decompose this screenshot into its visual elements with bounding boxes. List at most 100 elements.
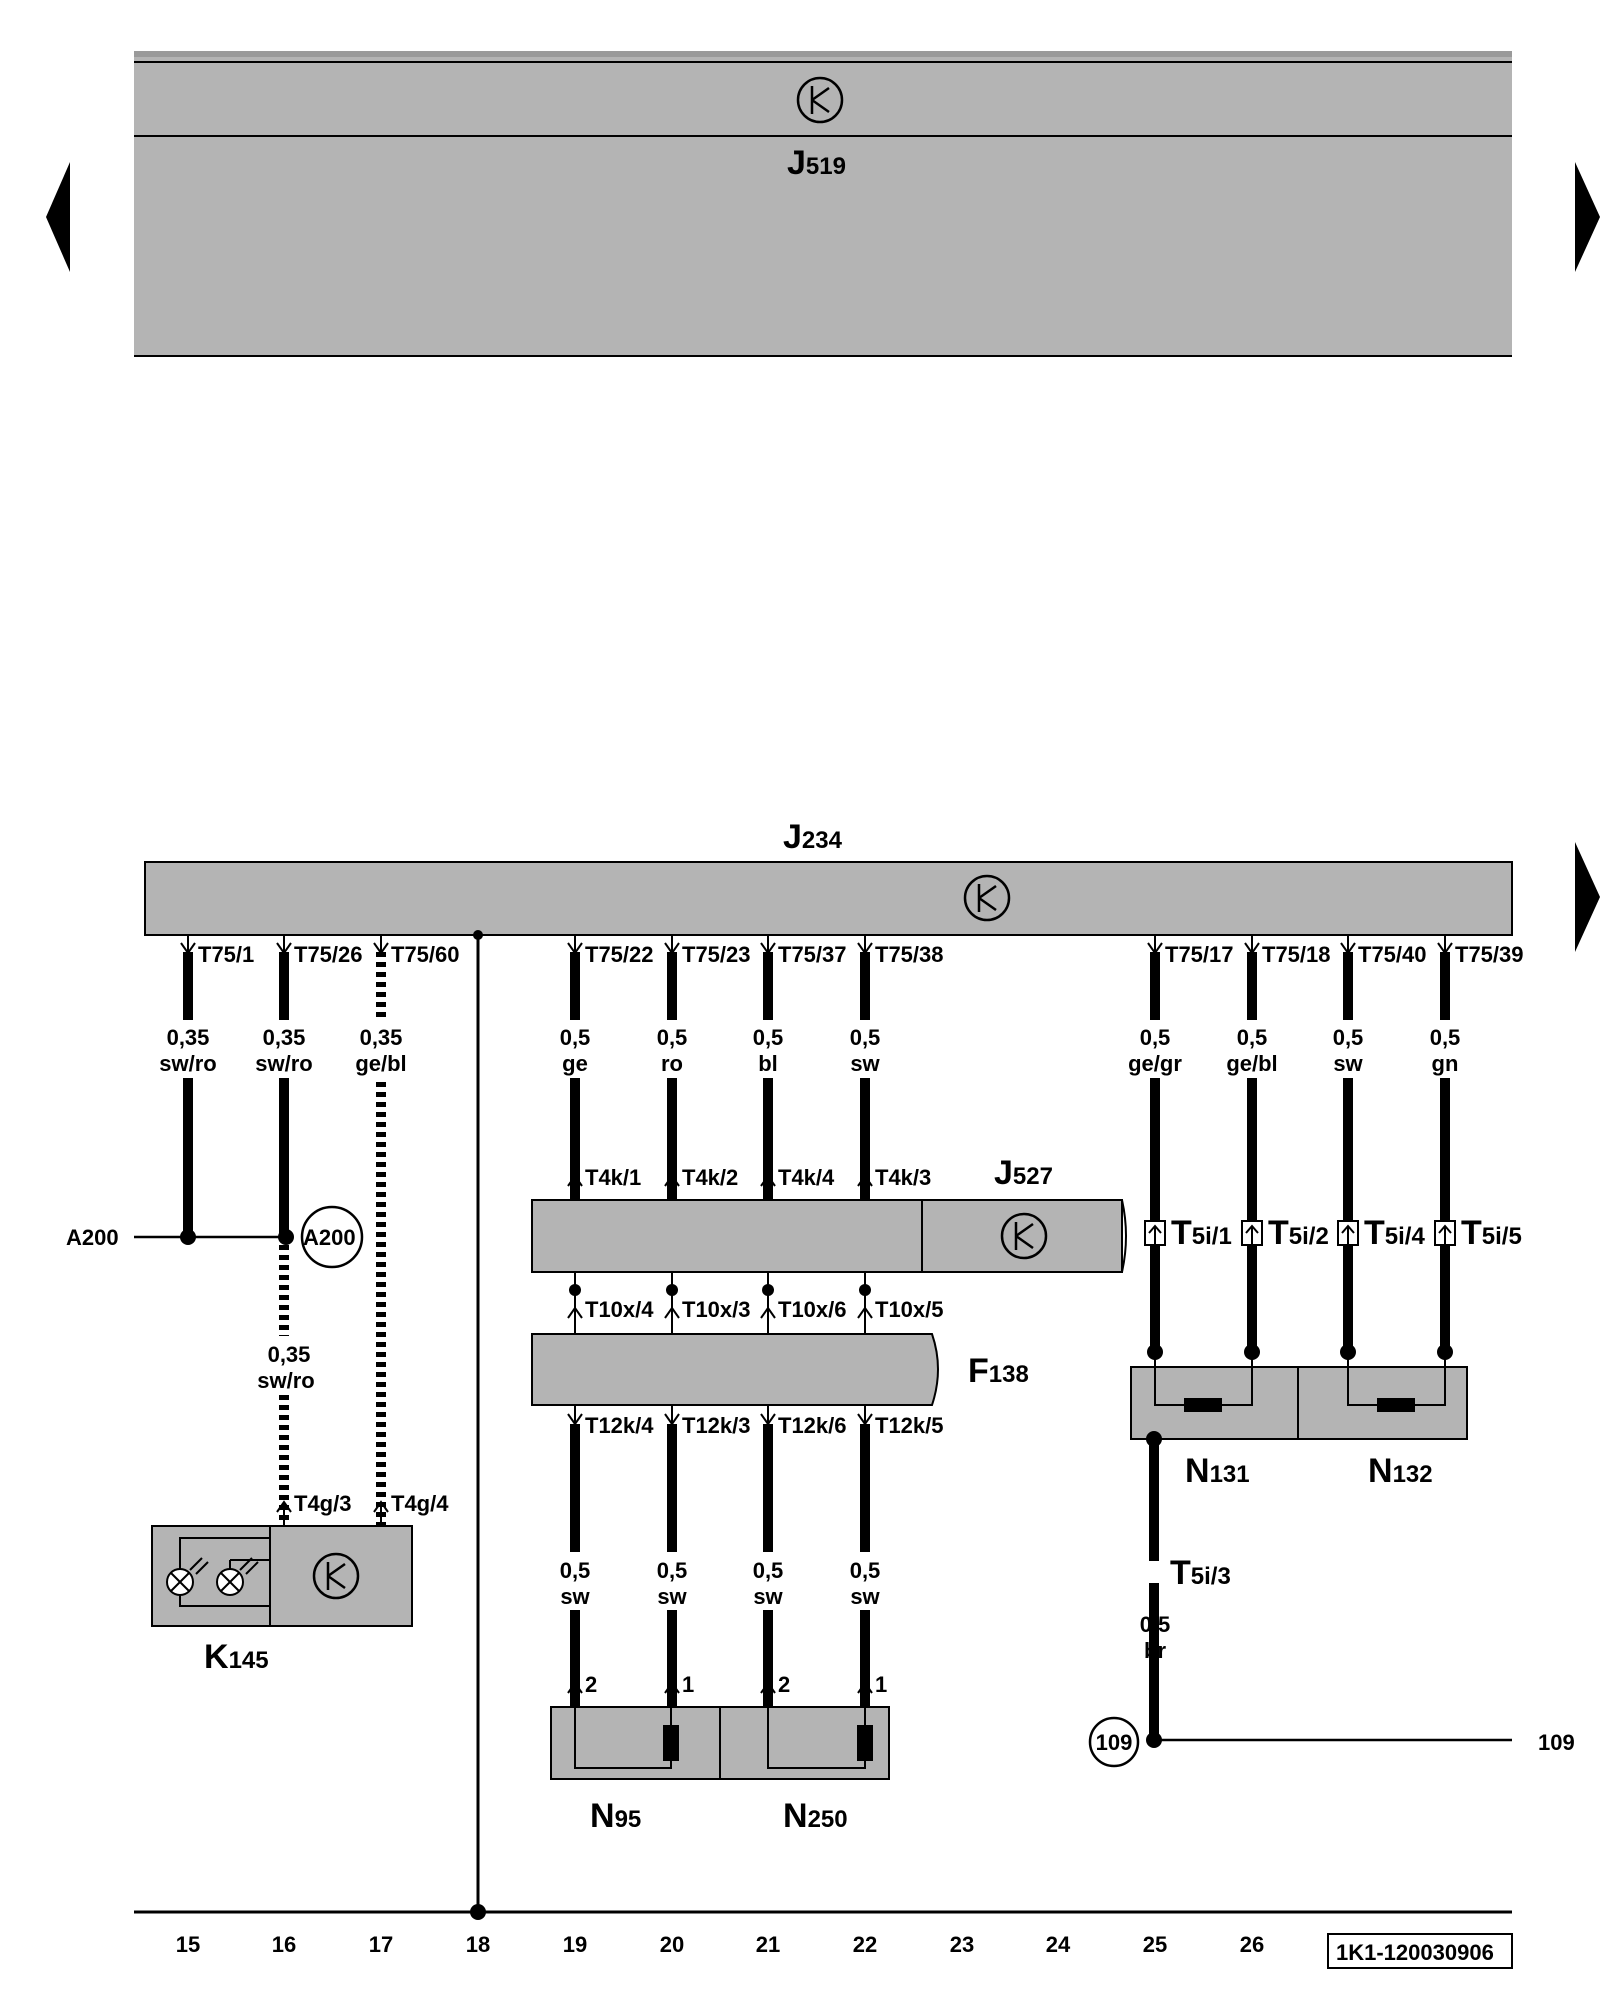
label-n95-sub: 95 (615, 1806, 642, 1833)
label-t5i3-sub: 5i/3 (1191, 1563, 1231, 1590)
t5i-connector-26: T5i/2 (1241, 1214, 1329, 1367)
wire-color: gn (1432, 1051, 1459, 1076)
f138-bottom-pin-label: T12k/6 (778, 1413, 847, 1438)
t5i-label-sub: 5i/1 (1192, 1223, 1232, 1250)
component-f138: F138 (531, 1333, 1029, 1406)
wire-gauge: 0,35 (167, 1025, 210, 1050)
n-pin-label: 2 (778, 1672, 790, 1697)
pin-label: T75/60 (391, 942, 460, 967)
ground-gauge: 0,5 (1140, 1612, 1171, 1637)
k145-pin-label: T4g/4 (391, 1491, 449, 1516)
label-n131: N (1185, 1452, 1210, 1490)
svg-text:K145: K145 (204, 1638, 269, 1676)
wire-color: sw (657, 1584, 687, 1609)
column-number: 26 (1240, 1932, 1264, 1957)
arrow-right-icon[interactable] (1575, 842, 1600, 952)
svg-text:N250: N250 (783, 1797, 848, 1835)
n-pin-label: 1 (875, 1672, 887, 1697)
t5i-label-sub: 5i/4 (1385, 1223, 1426, 1250)
svg-text:J527: J527 (994, 1154, 1053, 1192)
wire-21: T75/37 0,5bl (728, 935, 847, 1200)
n-pin-label: 2 (585, 1672, 597, 1697)
n-pin-label: 1 (682, 1672, 694, 1697)
column-number: 25 (1143, 1932, 1167, 1957)
wire-22: T75/380,5sw (825, 935, 944, 1200)
wire-color: sw/ro (255, 1051, 312, 1076)
a200-circle-label: A200 (303, 1225, 356, 1250)
t5i-connector-27: T5i/4 (1337, 1214, 1425, 1367)
pin-label: T75/37 (778, 942, 847, 967)
j527-pin-label: T4k/4 (778, 1165, 835, 1190)
wire-19: T75/22 0,5ge (535, 935, 654, 1200)
svg-text:T5i/4: T5i/4 (1364, 1214, 1425, 1252)
t5i-label: T (1268, 1214, 1289, 1252)
arrow-right-icon[interactable] (1575, 162, 1600, 272)
wire-gauge: 0,5 (560, 1025, 591, 1050)
svg-text:T5i/3: T5i/3 (1170, 1554, 1231, 1592)
wire-26: T75/180,5ge/bl (1212, 935, 1331, 1352)
wire-gauge: 0,5 (1140, 1025, 1171, 1050)
wire-color: sw (850, 1584, 880, 1609)
column-number: 23 (950, 1932, 974, 1957)
bulb-icon (166, 1557, 209, 1596)
f138-top-pin-label: T10x/5 (875, 1297, 944, 1322)
svg-text:T5i/5: T5i/5 (1461, 1214, 1522, 1252)
f138-bottom-pin-label: T12k/3 (682, 1413, 751, 1438)
label-n250-sub: 250 (808, 1806, 848, 1833)
electronic-module-icon (796, 76, 844, 124)
column-number: 22 (853, 1932, 877, 1957)
a200-reference: A200 A200 (66, 1205, 364, 1269)
component-n131-n132: N131 N132 (1130, 1366, 1468, 1490)
label-n95: N (590, 1797, 615, 1835)
svg-text:N95: N95 (590, 1797, 641, 1835)
pin-label: T75/1 (198, 942, 254, 967)
arrow-left-icon[interactable] (46, 162, 70, 272)
wire-25: T75/170,5ge/gr (1115, 935, 1234, 1352)
pin-label: T75/39 (1455, 942, 1524, 967)
wire-gauge: 0,5 (1430, 1025, 1461, 1050)
label-t5i3: T (1170, 1554, 1191, 1592)
wire-gauge: 0,5 (1333, 1025, 1364, 1050)
column-number: 18 (466, 1932, 490, 1957)
t5i-label: T (1171, 1214, 1192, 1252)
f138-top-pin-label: T10x/3 (682, 1297, 751, 1322)
column-numbers: 1516171819202122232425262728 (176, 1932, 1457, 1957)
column-number: 20 (660, 1932, 684, 1957)
wire-color: ge (562, 1051, 588, 1076)
t5i-label: T (1461, 1214, 1482, 1252)
pin-label: T75/22 (585, 942, 654, 967)
wire-28: T75/39 0,5gn (1405, 935, 1524, 1352)
pin-label: T75/18 (1262, 942, 1331, 967)
svg-text:F138: F138 (968, 1352, 1029, 1390)
j527-pin-label: T4k/3 (875, 1165, 931, 1190)
wire-gauge: 0,5 (1237, 1025, 1268, 1050)
ground-right-label: 109 (1538, 1730, 1575, 1755)
j527-pin-label: T4k/2 (682, 1165, 738, 1190)
f138-bottom-pin-label: T12k/4 (585, 1413, 654, 1438)
wire-gauge: 0,5 (657, 1558, 688, 1583)
wire-gauge: 0,5 (850, 1025, 881, 1050)
electronic-module-icon (1000, 1212, 1048, 1260)
wire-color: bl (758, 1051, 778, 1076)
f138-bottom-pin-label: T12k/5 (875, 1413, 944, 1438)
ground-color: br (1144, 1638, 1166, 1663)
wire-gauge: 0,5 (753, 1558, 784, 1583)
control-unit-j234: J234 (144, 818, 1513, 936)
ground-line-18 (134, 930, 1512, 1920)
wire-color: sw/ro (159, 1051, 216, 1076)
label-n131-sub: 131 (1210, 1461, 1250, 1488)
wire-color: sw (1333, 1051, 1363, 1076)
t5i-label: T (1364, 1214, 1385, 1252)
label-k145: K (204, 1638, 229, 1676)
t5i-label-sub: 5i/2 (1289, 1223, 1329, 1250)
wire-color: sw (850, 1051, 880, 1076)
wire-gauge: 0,5 (753, 1025, 784, 1050)
f138-top-pin-label: T10x/4 (585, 1297, 654, 1322)
wire-16-lower-color: sw/ro (257, 1368, 314, 1393)
control-unit-j519: J519 (134, 51, 1512, 357)
